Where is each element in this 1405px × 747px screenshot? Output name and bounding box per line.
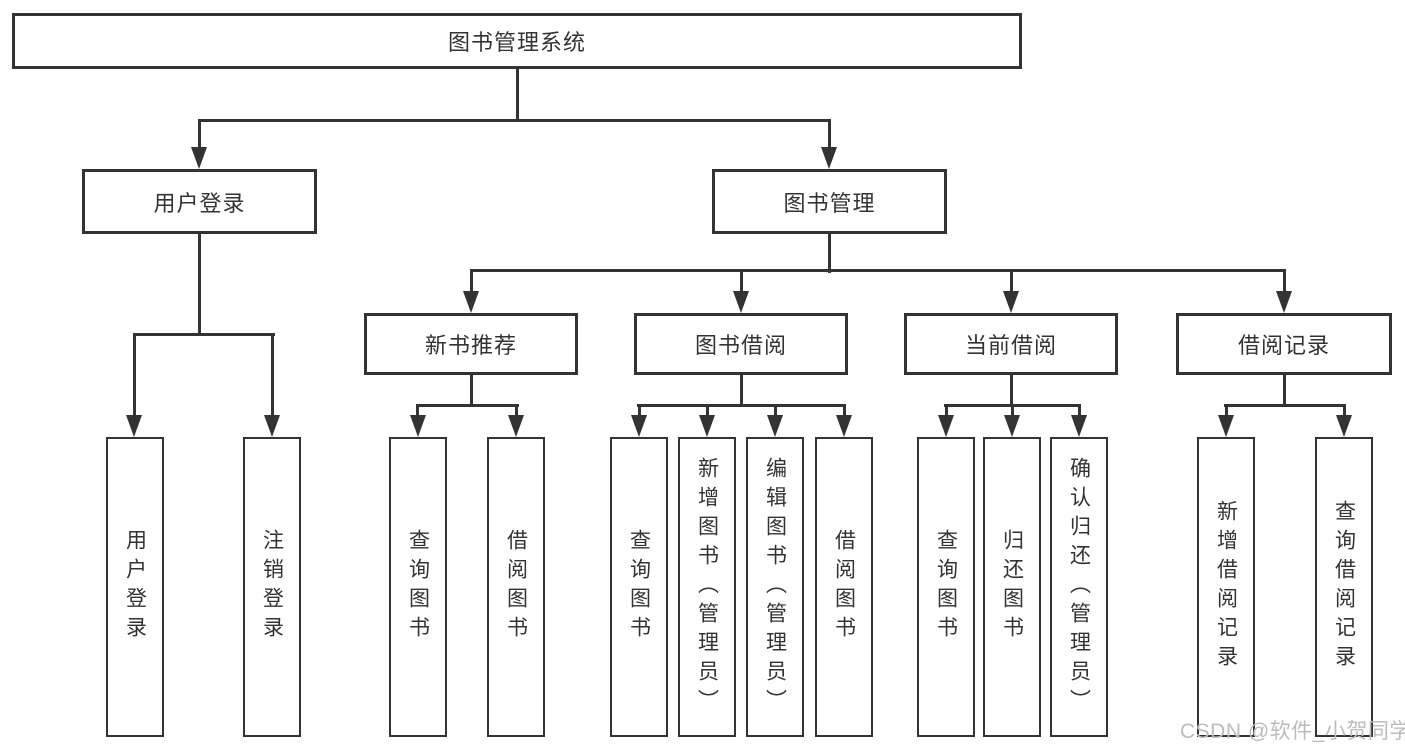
arrowhead-down-icon bbox=[733, 291, 749, 313]
connector-book-mgmt-stem bbox=[828, 233, 831, 273]
node-new-book-recommend-label: 新书推荐 bbox=[424, 333, 517, 358]
connector-level3-hline bbox=[470, 269, 1286, 272]
leaf-query-books-1: 查询图书 bbox=[389, 437, 447, 737]
leaf-user-login-label: 用户登录 bbox=[123, 529, 147, 645]
connector-drop bbox=[515, 404, 518, 418]
csdn-watermark: CSDN @软件_小贺同学 bbox=[1180, 720, 1405, 743]
connector-book-borrow-hline bbox=[637, 404, 846, 407]
connector-drop bbox=[638, 404, 641, 418]
connector-drop-leaf-logout bbox=[271, 333, 274, 417]
connector-drop-borrow-records bbox=[1283, 269, 1286, 293]
connector-level2-hline bbox=[198, 119, 831, 122]
arrowhead-down-icon bbox=[1336, 415, 1352, 437]
node-book-management: 图书管理 bbox=[712, 169, 947, 234]
connector-drop-book-mgmt bbox=[828, 119, 831, 149]
connector-drop-leaf-login bbox=[133, 333, 136, 417]
node-borrow-records-label: 借阅记录 bbox=[1237, 333, 1330, 358]
connector-root-stem bbox=[516, 69, 519, 121]
leaf-borrow-books-1-label: 借阅图书 bbox=[504, 529, 528, 645]
connector-drop bbox=[416, 404, 419, 418]
connector-drop bbox=[1343, 404, 1346, 418]
connector-drop bbox=[774, 404, 777, 418]
arrowhead-down-icon bbox=[836, 415, 852, 437]
arrowhead-down-icon bbox=[410, 415, 426, 437]
arrowhead-down-icon bbox=[1218, 415, 1234, 437]
connector-drop bbox=[1225, 404, 1228, 418]
connector-drop-book-borrow bbox=[740, 269, 743, 293]
connector-user-login-hline bbox=[133, 333, 275, 336]
node-user-login-label: 用户登录 bbox=[153, 190, 246, 216]
leaf-return-books-label: 归还图书 bbox=[1000, 529, 1024, 645]
connector-current-borrow-stem bbox=[1010, 375, 1013, 407]
connector-user-login-stem bbox=[198, 233, 201, 336]
leaf-return-books: 归还图书 bbox=[983, 437, 1041, 737]
leaf-query-borrow-record: 查询借阅记录 bbox=[1315, 437, 1373, 737]
leaf-query-books-1-label: 查询图书 bbox=[406, 529, 430, 645]
connector-borrow-records-stem bbox=[1283, 375, 1286, 407]
leaf-query-books-3: 查询图书 bbox=[917, 437, 975, 737]
leaf-borrow-books-2: 借阅图书 bbox=[815, 437, 873, 737]
arrowhead-down-icon bbox=[767, 415, 783, 437]
arrowhead-down-icon bbox=[1071, 415, 1087, 437]
leaf-edit-books-admin-label: 编辑图书（管理员） bbox=[763, 456, 787, 718]
node-borrow-records: 借阅记录 bbox=[1176, 313, 1392, 375]
leaf-user-login: 用户登录 bbox=[106, 437, 164, 737]
connector-drop-user-login bbox=[198, 119, 201, 149]
arrowhead-down-icon bbox=[938, 415, 954, 437]
connector-borrow-records-hline bbox=[1224, 404, 1346, 407]
node-book-borrow: 图书借阅 bbox=[634, 313, 848, 375]
connector-drop bbox=[706, 404, 709, 418]
leaf-query-borrow-record-label: 查询借阅记录 bbox=[1332, 500, 1356, 674]
leaf-confirm-return-admin: 确认归还（管理员） bbox=[1050, 437, 1108, 737]
connector-drop bbox=[1011, 404, 1014, 418]
arrowhead-down-icon bbox=[1276, 291, 1292, 313]
leaf-logout: 注销登录 bbox=[243, 437, 301, 737]
arrowhead-down-icon bbox=[191, 147, 207, 169]
leaf-add-borrow-record: 新增借阅记录 bbox=[1197, 437, 1255, 737]
node-current-borrow-label: 当前借阅 bbox=[964, 333, 1057, 358]
connector-drop-new-book bbox=[470, 269, 473, 293]
leaf-query-books-3-label: 查询图书 bbox=[934, 529, 958, 645]
connector-drop bbox=[945, 404, 948, 418]
leaf-add-borrow-record-label: 新增借阅记录 bbox=[1214, 500, 1238, 674]
node-new-book-recommend: 新书推荐 bbox=[364, 313, 578, 375]
arrowhead-down-icon bbox=[699, 415, 715, 437]
leaf-confirm-return-admin-label: 确认归还（管理员） bbox=[1067, 456, 1091, 718]
node-user-login: 用户登录 bbox=[82, 169, 317, 234]
arrowhead-down-icon bbox=[631, 415, 647, 437]
arrowhead-down-icon bbox=[1004, 415, 1020, 437]
connector-new-book-stem bbox=[470, 375, 473, 407]
node-book-management-label: 图书管理 bbox=[783, 190, 876, 216]
leaf-add-books-admin-label: 新增图书（管理员） bbox=[695, 456, 719, 718]
leaf-query-books-2: 查询图书 bbox=[610, 437, 668, 737]
node-root-label: 图书管理系统 bbox=[447, 30, 586, 55]
node-current-borrow: 当前借阅 bbox=[904, 313, 1118, 375]
connector-book-borrow-stem bbox=[740, 375, 743, 407]
connector-drop bbox=[1078, 404, 1081, 418]
arrowhead-down-icon bbox=[508, 415, 524, 437]
arrowhead-down-icon bbox=[821, 147, 837, 169]
connector-new-book-hline bbox=[416, 404, 519, 407]
arrowhead-down-icon bbox=[1003, 291, 1019, 313]
leaf-borrow-books-1: 借阅图书 bbox=[487, 437, 545, 737]
connector-drop bbox=[843, 404, 846, 418]
leaf-borrow-books-2-label: 借阅图书 bbox=[832, 529, 856, 645]
leaf-edit-books-admin: 编辑图书（管理员） bbox=[746, 437, 804, 737]
node-root: 图书管理系统 bbox=[12, 13, 1022, 69]
arrowhead-down-icon bbox=[463, 291, 479, 313]
node-book-borrow-label: 图书借阅 bbox=[694, 333, 787, 358]
leaf-logout-label: 注销登录 bbox=[260, 529, 284, 645]
leaf-add-books-admin: 新增图书（管理员） bbox=[678, 437, 736, 737]
connector-drop-current-borrow bbox=[1010, 269, 1013, 293]
arrowhead-down-icon bbox=[264, 415, 280, 437]
arrowhead-down-icon bbox=[126, 415, 142, 437]
leaf-query-books-2-label: 查询图书 bbox=[627, 529, 651, 645]
